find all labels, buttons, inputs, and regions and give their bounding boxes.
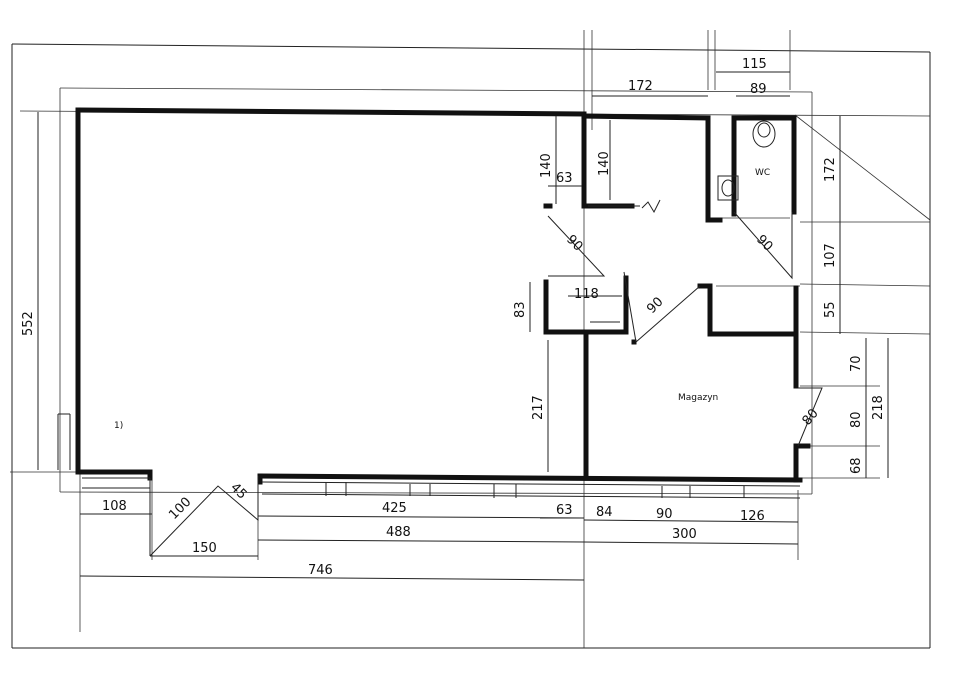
dim-right-68: 68 [849,457,864,474]
dim-inner-140b: 140 [597,151,612,176]
dim-top-89: 89 [750,82,767,97]
dim-right-172: 172 [823,157,838,182]
dim-top-115: 115 [742,57,767,72]
dim-bottom-90: 90 [656,507,673,522]
dim-door-90c: 90 [753,232,775,254]
dim-right-107: 107 [823,243,838,268]
wall-bottom-right [257,473,803,483]
door-swings [149,199,823,557]
dim-bottom-488: 488 [386,525,411,540]
dim-bottom-84: 84 [596,505,613,520]
dim-top-172: 172 [628,79,653,94]
wc-fixtures [717,120,776,201]
sink-icon [717,175,739,201]
dim-bottom-45: 45 [227,480,249,502]
dim-bottom-100: 100 [166,495,194,523]
dim-bottom-150: 150 [192,541,217,556]
dim-bottom-108: 108 [102,499,127,514]
dim-right-70: 70 [849,355,864,372]
dim-right-80: 80 [849,411,864,428]
dim-bottom-63: 63 [556,503,573,518]
dim-bottom-126: 126 [740,509,765,524]
dim-inner-217: 217 [531,395,546,420]
dim-right-55: 55 [823,301,838,318]
dim-bottom-300: 300 [672,527,697,542]
walls [75,107,811,485]
dim-inner-140a: 140 [539,153,554,178]
dim-door-80: 80 [800,406,822,428]
wall-top-mid [581,113,711,121]
dimension-lines [37,71,889,581]
room-label-wc: WC [755,168,770,178]
wall-top-main [75,107,585,117]
windows [57,413,801,499]
toilet-icon [752,120,776,148]
dim-inner-63: 63 [556,171,573,186]
dim-bottom-425: 425 [382,501,407,516]
room-label-storage: Magazyn [678,393,718,403]
dim-left-552: 552 [21,311,36,336]
dim-right-218: 218 [871,395,886,420]
dim-inner-118: 118 [574,287,599,302]
sheet-frame [11,43,931,649]
dim-door-90b: 90 [644,295,666,317]
room-marker-main: 1) [114,421,123,431]
dim-bottom-746: 746 [308,563,333,578]
dim-inner-83: 83 [513,301,528,318]
